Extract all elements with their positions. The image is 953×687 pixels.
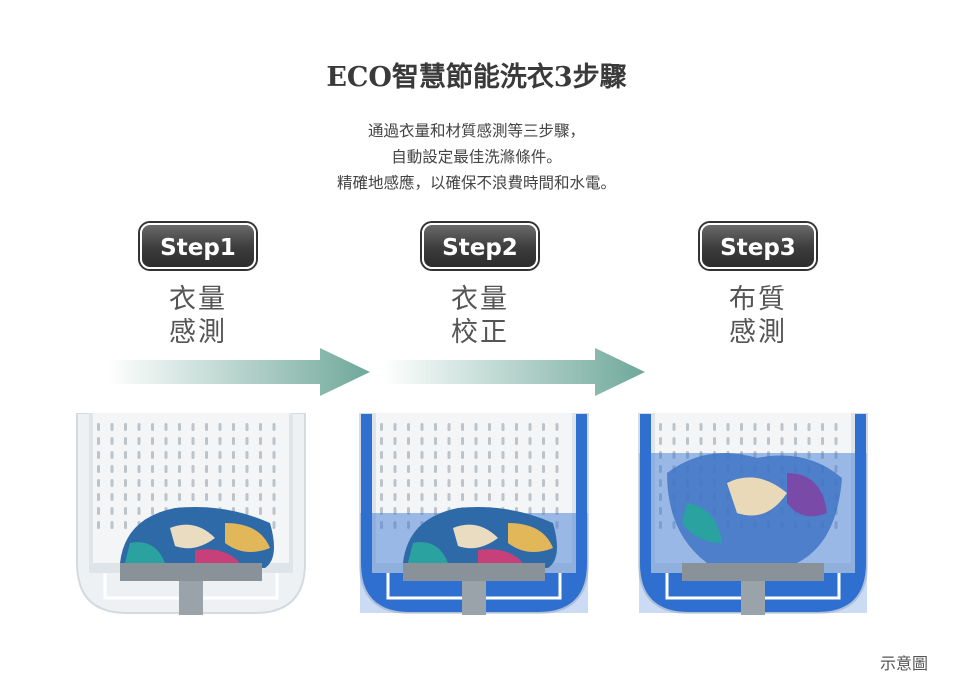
step1-label: 衣量 感測 — [128, 283, 268, 349]
arrow-icon — [108, 348, 370, 396]
arrow-icon — [383, 348, 645, 396]
footnote: 示意圖 — [880, 654, 929, 673]
step1-badge: Step1 — [140, 223, 256, 269]
step3-label-line: 感測 — [729, 317, 787, 348]
step2-label-line: 校正 — [451, 317, 509, 348]
step2-label: 衣量 校正 — [410, 283, 550, 349]
description-line: 通過衣量和材質感測等三步驟， — [367, 122, 585, 140]
description-line: 精確地感應，以確保不浪費時間和水電。 — [336, 174, 616, 192]
step3-label-line: 布質 — [729, 284, 787, 315]
step3-label: 布質 感測 — [688, 283, 828, 349]
description-line: 自動設定最佳洗滌條件。 — [391, 148, 562, 166]
washer-drum-step2 — [359, 413, 589, 615]
description: 通過衣量和材質感測等三步驟， 自動設定最佳洗滌條件。 精確地感應，以確保不浪費時… — [0, 118, 953, 196]
page-title: ECO智慧節能洗衣3步驟 — [326, 62, 627, 93]
washer-drum-step3 — [638, 413, 868, 615]
step1-label-line: 感測 — [169, 317, 227, 348]
washer-drum-step1 — [76, 413, 306, 615]
step1-label-line: 衣量 — [169, 284, 227, 315]
step3-badge: Step3 — [700, 223, 816, 269]
step2-label-line: 衣量 — [451, 284, 509, 315]
step2-badge: Step2 — [422, 223, 538, 269]
